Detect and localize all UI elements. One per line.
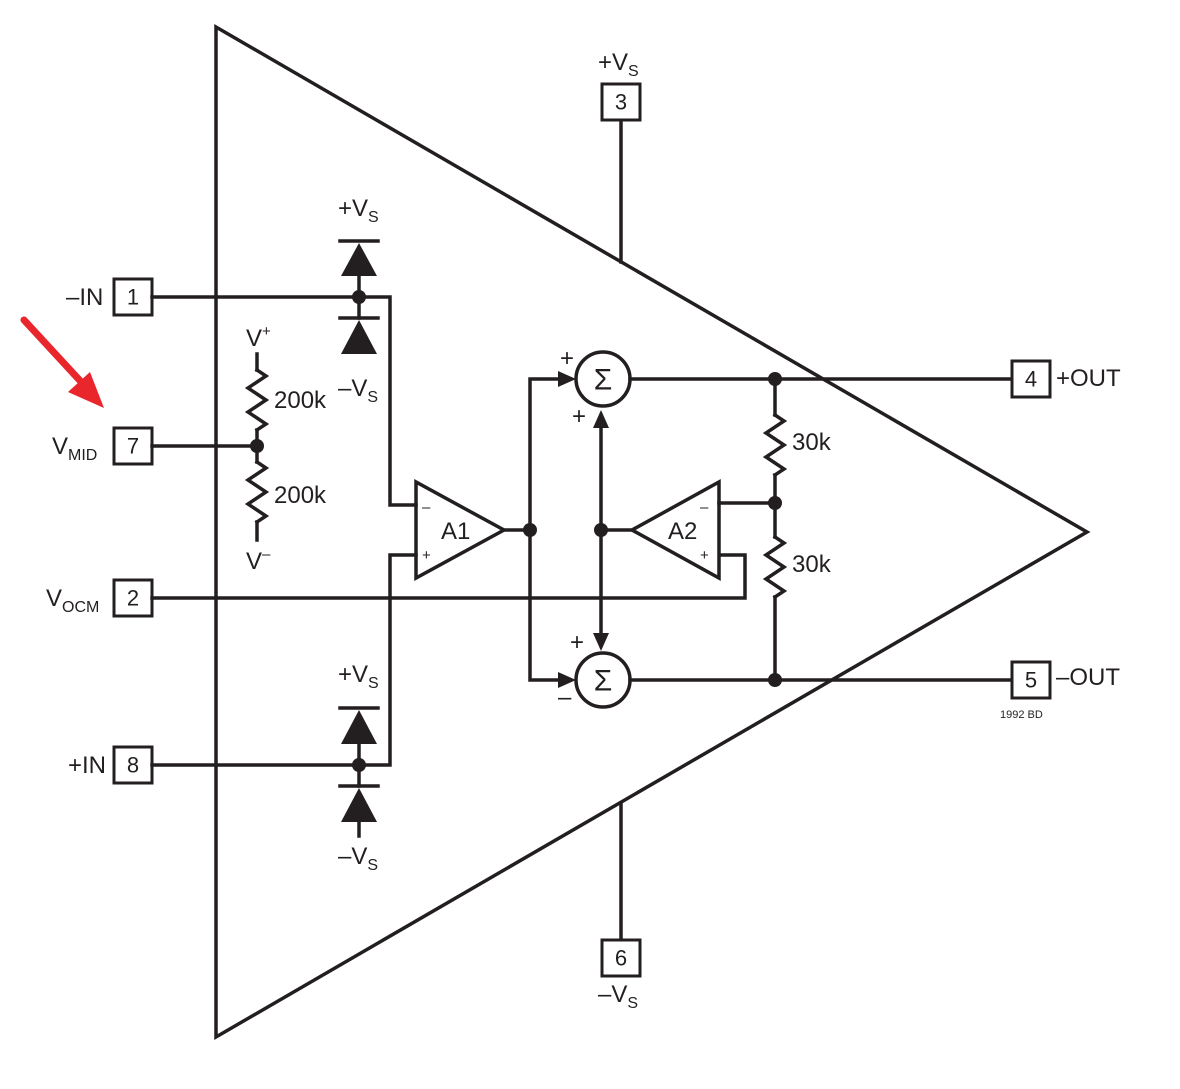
resistor-200k-bottom-label: 200k [274, 482, 327, 509]
amplifier-a1-label: A1 [441, 518, 470, 545]
resistor-30k-top [762, 412, 788, 478]
pin-7-label: VMID [52, 433, 97, 464]
resistor-200k-top-label: 200k [274, 387, 327, 414]
summer-top-left-sign: + [560, 345, 574, 372]
pin-2-label: VOCM [46, 585, 99, 616]
pin-8-number: 8 [127, 753, 139, 778]
diode-top-pos-supply-label: +VS [338, 195, 379, 226]
pin-5-number: 5 [1025, 668, 1037, 693]
pin-4-number: 4 [1025, 367, 1037, 392]
pin-6-box [600, 938, 642, 978]
diode-top-neg-triangle [341, 320, 377, 354]
pin-6-number: 6 [615, 946, 627, 971]
diode-top-neg-supply-label: –VS [338, 375, 378, 406]
summer-bottom-symbol: Σ [594, 665, 613, 698]
diode-bot-neg-triangle [341, 788, 377, 822]
diode-top-pos-triangle [341, 243, 377, 276]
pin-3-number: 3 [615, 90, 627, 115]
pin-4-label: +OUT [1056, 365, 1121, 392]
red-pointer-arrow-icon [20, 316, 104, 408]
bottom-summer-left-arrow [558, 672, 576, 688]
summer-top-bottom-sign: + [572, 403, 586, 430]
amplifier-a2 [628, 479, 721, 581]
summer-top-symbol: Σ [594, 364, 613, 397]
pin-6-label: –VS [598, 981, 638, 1012]
resistor-30k-top-label: 30k [792, 429, 832, 456]
pin-5-box [1010, 660, 1052, 700]
a1-to-top-summer-wire [528, 377, 562, 532]
resistor-30k-bottom [762, 534, 788, 600]
divider-bottom-supply-label: V– [246, 546, 271, 575]
drawing-code: 1992 BD [1000, 709, 1043, 721]
resistor-30k-bottom-label: 30k [792, 551, 832, 578]
top-summer-bottom-arrow [593, 410, 609, 428]
pin-2-box [112, 578, 154, 618]
bottom-summer-top-arrow [593, 633, 609, 651]
amplifier-a1-noninv-sign: + [422, 547, 431, 564]
pin-3-box [600, 82, 642, 122]
amplifier-a2-noninv-sign: + [700, 547, 709, 564]
vocm-wire [150, 553, 747, 600]
amplifier-a2-inv-sign: – [700, 499, 709, 516]
pin-7-number: 7 [127, 434, 139, 459]
amplifier-a1-inv-sign: – [422, 499, 431, 516]
amplifier-a2-label: A2 [668, 518, 697, 545]
pin-3-label: +VS [598, 49, 639, 80]
plus-in-wire [150, 553, 418, 767]
amplifier-outline-triangle [214, 23, 1091, 1041]
pin-8-label: +IN [68, 752, 106, 779]
pin-8-box [112, 745, 154, 785]
pin-2-number: 2 [127, 586, 139, 611]
pin-1-label: –IN [66, 284, 103, 311]
a1-to-bottom-summer-wire [528, 528, 562, 682]
summer-bottom-top-sign: + [570, 629, 584, 656]
divider-top-supply-label: V+ [246, 323, 271, 352]
diode-bot-neg-supply-label: –VS [338, 843, 378, 874]
summer-bottom-left-sign: – [558, 684, 572, 711]
pin-1-number: 1 [127, 285, 139, 310]
pin-1-box [112, 277, 154, 317]
resistor-200k-bottom [244, 459, 270, 525]
top-summer-left-arrow [558, 371, 576, 387]
diode-bot-pos-supply-label: +VS [338, 661, 379, 692]
pin-5-label: –OUT [1056, 664, 1120, 691]
amplifier-a1 [414, 479, 508, 581]
pin-4-box [1010, 359, 1052, 399]
resistor-200k-top [244, 367, 270, 433]
diode-bot-pos-triangle [341, 710, 377, 744]
minus-in-wire [150, 295, 418, 507]
